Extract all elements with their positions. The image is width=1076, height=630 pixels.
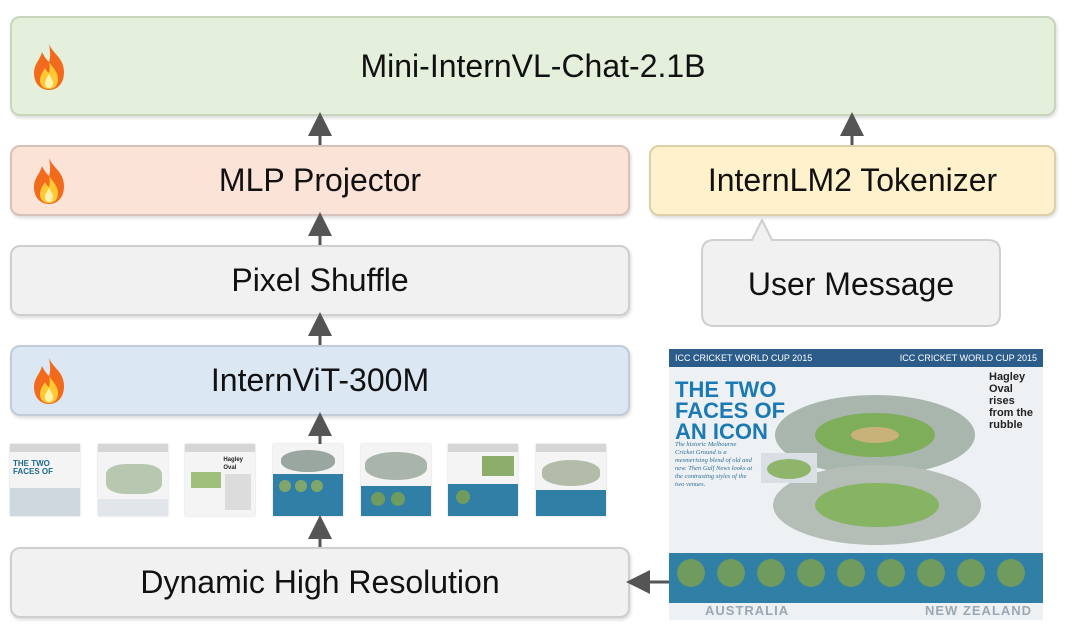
tokenizer-box: InternLM2 Tokenizer [649,145,1056,216]
poster-country-right: NEW ZEALAND [925,603,1033,618]
internvit-label: InternViT-300M [210,362,430,398]
llm-box: Mini-InternVL-Chat-2.1B [10,16,1056,116]
flame-icon [34,358,64,404]
dynamic-high-resolution-label: Dynamic High Resolution [140,564,500,600]
image-tile [448,444,519,516]
image-tile [272,444,343,516]
venue-thumbnails [677,559,1025,587]
mlp-projector-label: MLP Projector [218,162,422,198]
tokenizer-label: InternLM2 Tokenizer [707,162,998,198]
image-tile: Hagley Oval [185,444,256,516]
poster-country-left: AUSTRALIA [705,603,790,618]
input-image: ICC CRICKET WORLD CUP 2015 ICC CRICKET W… [669,349,1043,620]
flame-icon [34,44,64,90]
image-tile [360,444,431,516]
poster-title: THE TWO FACES OF AN ICON [675,377,786,444]
image-tile [535,444,606,516]
poster-header-left: ICC CRICKET WORLD CUP 2015 [675,353,813,363]
poster-side-title: Hagley Oval rises from the rubble [989,371,1033,431]
poster-header-right: ICC CRICKET WORLD CUP 2015 [899,353,1037,363]
llm-label: Mini-InternVL-Chat-2.1B [360,47,706,84]
user-message-label: User Message [747,265,955,302]
pixel-shuffle-label: Pixel Shuffle [231,262,409,298]
mlp-projector-box: MLP Projector [10,145,630,216]
image-tile [97,444,168,516]
poster-intro: The historic Melbourne Cricket Ground is… [675,441,753,488]
dynamic-high-resolution-box: Dynamic High Resolution [10,547,630,618]
user-message-bubble: User Message [700,218,1002,328]
internvit-box: InternViT-300M [10,345,630,416]
speech-bubble-shape [701,218,1001,327]
poster-header: ICC CRICKET WORLD CUP 2015 ICC CRICKET W… [669,349,1043,367]
flame-icon [34,158,64,204]
pixel-shuffle-box: Pixel Shuffle [10,245,630,316]
stadium-illustration [761,395,981,545]
